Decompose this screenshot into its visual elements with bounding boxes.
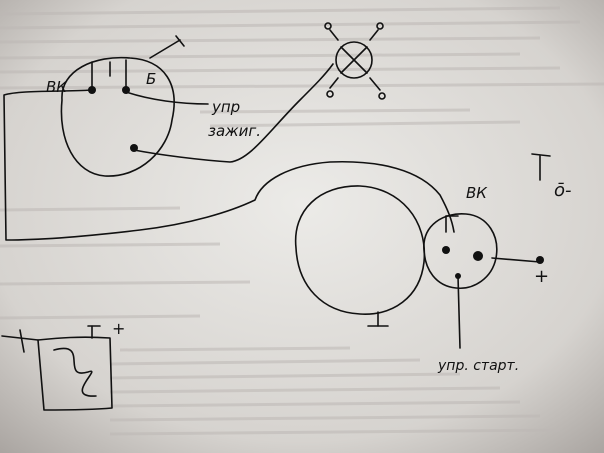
label-upr-start: упр. старт. bbox=[437, 358, 519, 374]
upr-start-lead bbox=[457, 275, 461, 349]
terminal-b bbox=[122, 86, 130, 94]
relay-plus-lead bbox=[491, 257, 541, 263]
relay-terminal-right bbox=[473, 251, 483, 261]
upr-zazhig-lead bbox=[125, 91, 209, 105]
lamp-leg-tr bbox=[369, 29, 379, 41]
lamp-cross-b bbox=[340, 46, 368, 74]
terminal-upr-zazhig bbox=[130, 144, 138, 152]
ignition-to-lamp-wire bbox=[133, 63, 334, 163]
ground-symbol-bar bbox=[531, 153, 551, 157]
label-zazhig: зажиг. bbox=[208, 122, 261, 140]
label-plus-right: + bbox=[534, 266, 549, 287]
lamp-terminal-bl bbox=[326, 90, 334, 98]
label-upr: упр bbox=[211, 98, 240, 116]
lamp-terminal-br bbox=[378, 92, 386, 100]
bleed-through-print bbox=[0, 6, 604, 436]
lamp-leg-tl bbox=[329, 29, 339, 41]
terminal-dots bbox=[88, 86, 544, 279]
battery-body bbox=[37, 336, 113, 411]
battery-scribble bbox=[53, 347, 97, 397]
lamp-symbol bbox=[335, 41, 373, 79]
label-b: Б bbox=[146, 70, 156, 88]
key-slot bbox=[149, 39, 181, 59]
key-slot-head bbox=[175, 35, 185, 47]
label-ground-symbol: ō- bbox=[554, 180, 572, 201]
lamp-terminal-tr bbox=[376, 22, 384, 30]
lamp-leg-bl bbox=[329, 77, 339, 89]
label-plus-battery: + bbox=[112, 319, 125, 338]
label-vk-right: ВК bbox=[466, 184, 488, 202]
label-vk-left: ВК bbox=[46, 78, 68, 96]
battery-lead-mark bbox=[19, 329, 25, 353]
plus-terminal bbox=[536, 256, 544, 264]
lamp-leg-br bbox=[369, 77, 381, 91]
battery-lead-left bbox=[1, 335, 39, 341]
terminal-vk bbox=[88, 86, 96, 94]
vk-to-relay-wire bbox=[3, 89, 455, 241]
ignition-switch-body bbox=[60, 56, 175, 177]
relay-terminal-left bbox=[442, 246, 450, 254]
starter-motor bbox=[294, 185, 426, 315]
lamp-terminal-tl bbox=[324, 22, 332, 30]
relay-terminal-bottom bbox=[455, 273, 461, 279]
